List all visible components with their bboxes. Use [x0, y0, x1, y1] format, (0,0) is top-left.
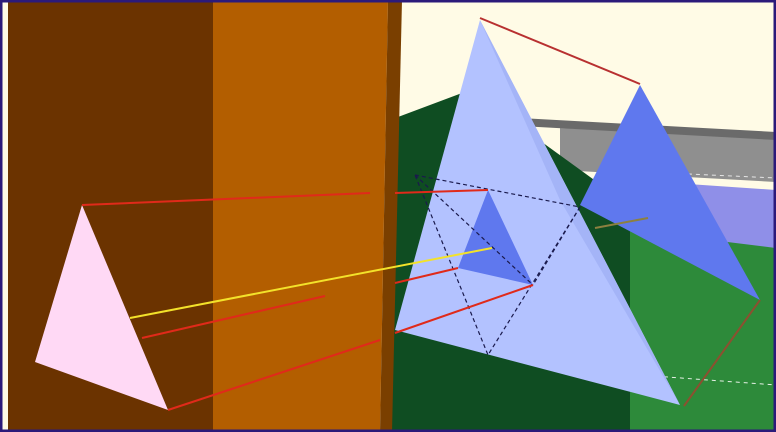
scene-canvas[interactable]: [0, 0, 776, 432]
3d-viewport[interactable]: [0, 0, 776, 432]
